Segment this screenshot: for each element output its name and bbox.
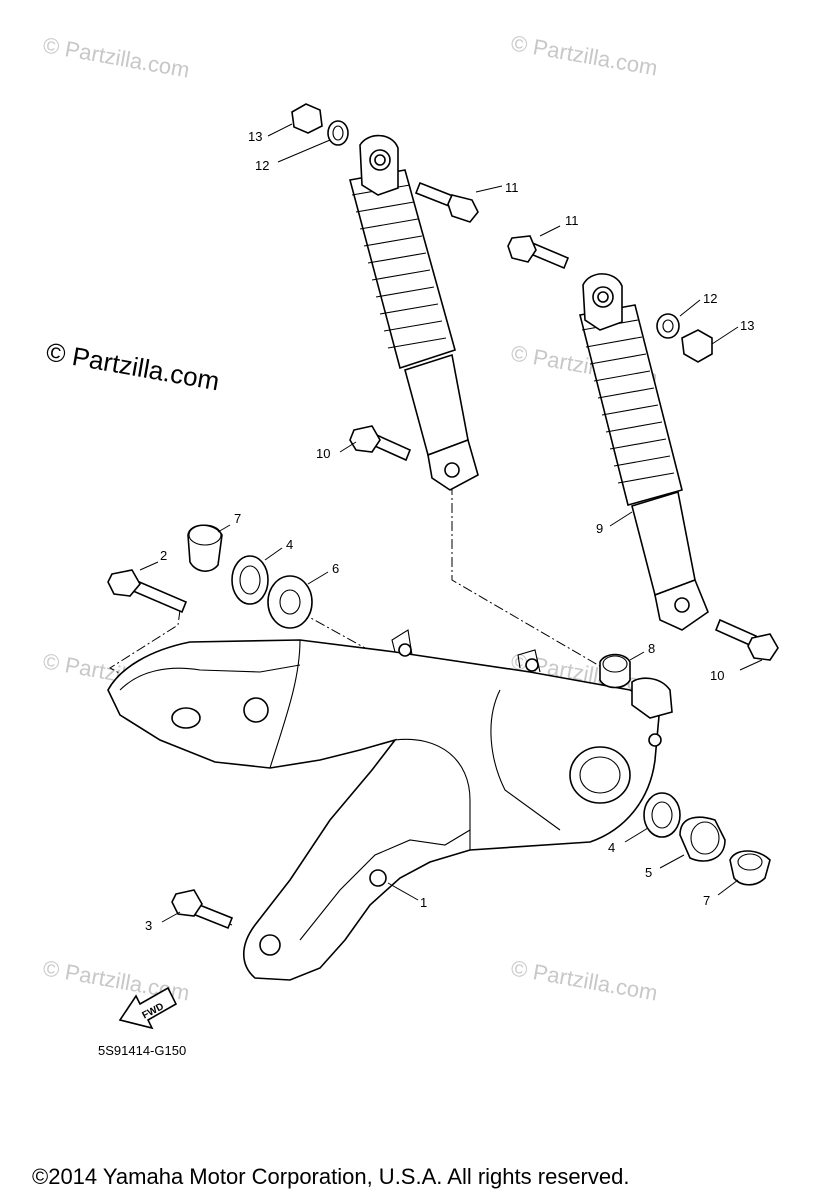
callout-labels: 13 12 11 11 12 13 10 9 7 4 2 6 8 10 4 5 … bbox=[145, 129, 754, 933]
leader-lines bbox=[139, 123, 763, 923]
diagram-code: 5S91414-G150 bbox=[98, 1043, 186, 1058]
callout-12-top: 12 bbox=[255, 158, 269, 173]
watermark-main: © Partzilla.com bbox=[44, 336, 222, 396]
swingarm bbox=[107, 629, 673, 981]
callout-5: 5 bbox=[645, 865, 652, 880]
callout-10-left: 10 bbox=[316, 446, 330, 461]
callout-4-bottom: 4 bbox=[608, 840, 615, 855]
callout-3: 3 bbox=[145, 918, 152, 933]
fasteners bbox=[107, 103, 779, 930]
callout-1: 1 bbox=[420, 895, 427, 910]
watermark-top-left: © Partzilla.com bbox=[41, 32, 191, 82]
watermark-bottom-right: © Partzilla.com bbox=[509, 955, 659, 1005]
watermark-top-right: © Partzilla.com bbox=[509, 30, 659, 80]
callout-2: 2 bbox=[160, 548, 167, 563]
callout-10-right: 10 bbox=[710, 668, 724, 683]
shock-absorber-left bbox=[349, 134, 479, 491]
callout-12-right: 12 bbox=[703, 291, 717, 306]
callout-11-right: 11 bbox=[565, 213, 579, 228]
callout-11-top: 11 bbox=[505, 180, 519, 195]
callout-7-top: 7 bbox=[234, 511, 241, 526]
callout-6: 6 bbox=[332, 561, 339, 576]
forward-arrow-icon: FWD bbox=[118, 986, 178, 1030]
shock-absorber-right bbox=[579, 273, 709, 631]
callout-13-top: 13 bbox=[248, 129, 262, 144]
callout-4-top: 4 bbox=[286, 537, 293, 552]
callout-9: 9 bbox=[596, 521, 603, 536]
callout-8: 8 bbox=[648, 641, 655, 656]
copyright-notice: ©2014 Yamaha Motor Corporation, U.S.A. A… bbox=[32, 1164, 629, 1189]
callout-7-bottom: 7 bbox=[703, 893, 710, 908]
callout-13-right: 13 bbox=[740, 318, 754, 333]
